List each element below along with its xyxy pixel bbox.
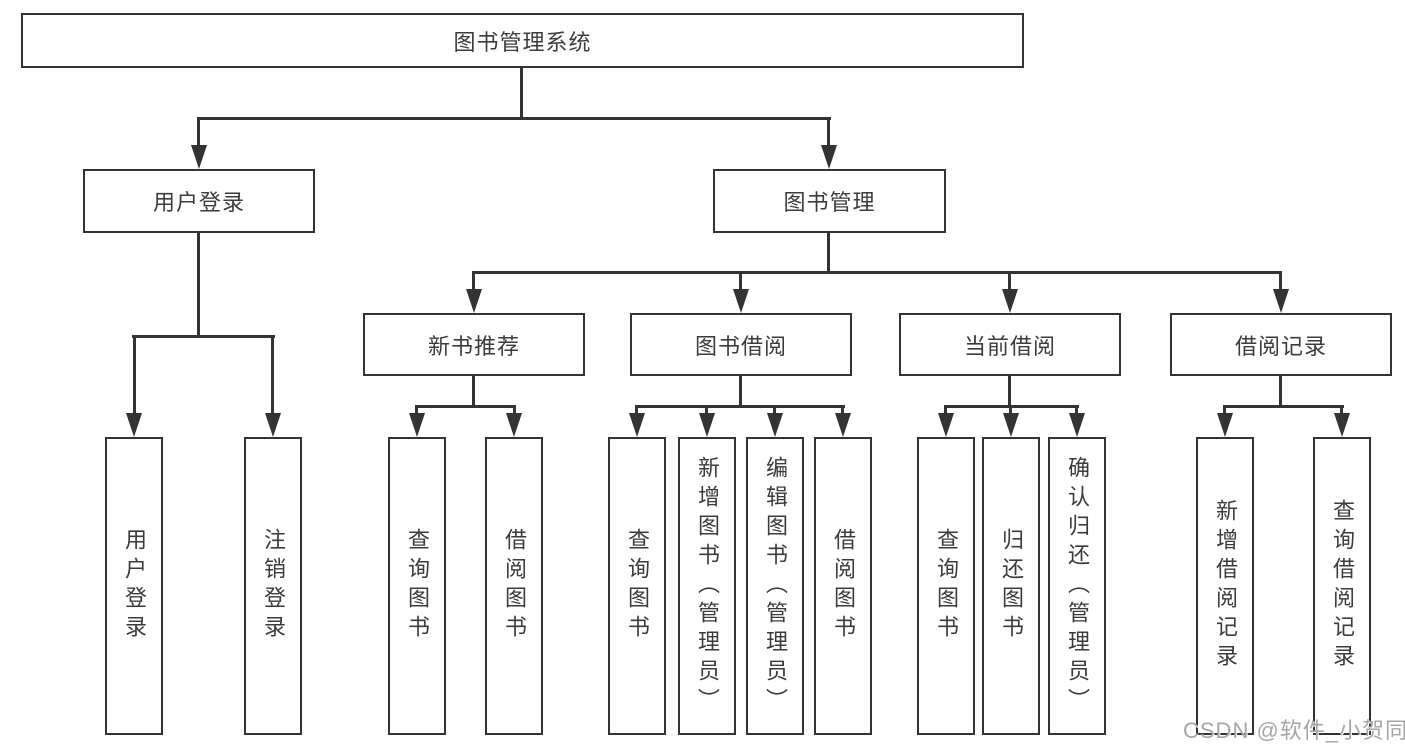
connector-book-mgmt-split [472, 271, 1282, 274]
arrow-down-icon [1003, 413, 1019, 437]
node-book-borrow: 图书借阅 [630, 313, 852, 376]
connector-drop-user-login [197, 117, 200, 150]
connector-drop-book-borrow [739, 271, 742, 291]
node-borrow-record-label: 借阅记录 [1234, 333, 1327, 359]
leaf-label: 查询图书 [625, 528, 650, 644]
connector-book-borrow-split [635, 405, 845, 408]
connector-drop [635, 405, 638, 417]
connector-drop [1075, 405, 1078, 417]
arrow-down-icon [1273, 289, 1289, 313]
leaf-label: 新增借阅记录 [1213, 499, 1238, 673]
leaf-query-borrow-record: 查询借阅记录 [1313, 437, 1371, 735]
connector-user-login-split [132, 335, 275, 338]
connector-book-borrow-stem [739, 376, 742, 406]
connector-drop [1223, 405, 1226, 417]
arrow-down-icon [1069, 413, 1085, 437]
connector-root-split [198, 117, 831, 120]
arrow-down-icon [1334, 413, 1350, 437]
connector-drop [1009, 405, 1012, 417]
connector-drop-login-leaf2 [271, 335, 274, 415]
arrow-down-icon [938, 413, 954, 437]
leaf-label: 查询图书 [934, 528, 959, 644]
node-current-borrow-label: 当前借阅 [963, 333, 1056, 359]
connector-drop-new-book [472, 271, 475, 291]
leaf-label: 查询图书 [405, 528, 430, 644]
arrow-down-icon [629, 413, 645, 437]
node-root: 图书管理系统 [21, 13, 1024, 68]
connector-user-login-stem [197, 233, 200, 336]
connector-drop [415, 405, 418, 417]
connector-drop [841, 405, 844, 417]
leaf-query-book-3: 查询图书 [917, 437, 975, 735]
connector-root-stem [520, 68, 523, 118]
arrow-down-icon [409, 413, 425, 437]
leaf-borrow-book-2: 借阅图书 [814, 437, 872, 735]
leaf-label: 归还图书 [999, 528, 1024, 644]
watermark: CSDN @软件_小贺同学 [1183, 718, 1405, 743]
leaf-query-book-2: 查询图书 [608, 437, 666, 735]
leaf-label: 借阅图书 [502, 528, 527, 644]
node-book-mgmt: 图书管理 [713, 169, 946, 233]
connector-drop [944, 405, 947, 417]
leaf-label: 确认归还（管理员） [1065, 455, 1090, 717]
connector-borrow-record-stem [1279, 376, 1282, 406]
node-book-borrow-label: 图书借阅 [694, 333, 787, 359]
arrow-down-icon [506, 413, 522, 437]
arrow-down-icon [265, 413, 281, 437]
node-user-login-label: 用户登录 [152, 190, 245, 215]
node-book-mgmt-label: 图书管理 [783, 190, 876, 215]
leaf-logout: 注销登录 [244, 437, 302, 735]
arrow-down-icon [1002, 289, 1018, 313]
connector-drop-borrow-record [1279, 271, 1282, 291]
arrow-down-icon [466, 289, 482, 313]
leaf-label: 借阅图书 [831, 528, 856, 644]
leaf-label: 用户登录 [122, 528, 147, 644]
connector-drop-current-borrow [1008, 271, 1011, 291]
leaf-edit-book-admin: 编辑图书（管理员） [746, 437, 804, 735]
node-user-login: 用户登录 [83, 169, 315, 233]
arrow-down-icon [1217, 413, 1233, 437]
leaf-label: 编辑图书（管理员） [763, 455, 788, 717]
arrow-down-icon [126, 413, 142, 437]
connector-new-book-split [415, 405, 516, 408]
arrow-down-icon [191, 145, 207, 169]
leaf-add-book-admin: 新增图书（管理员） [678, 437, 736, 735]
arrow-down-icon [835, 413, 851, 437]
leaf-label: 查询借阅记录 [1330, 499, 1355, 673]
connector-drop [513, 405, 516, 417]
node-borrow-record: 借阅记录 [1170, 313, 1392, 376]
leaf-borrow-book-1: 借阅图书 [485, 437, 543, 735]
leaf-return-book: 归还图书 [982, 437, 1040, 735]
leaf-user-login: 用户登录 [105, 437, 163, 735]
connector-current-borrow-stem [1008, 376, 1011, 406]
arrow-down-icon [699, 413, 715, 437]
connector-drop-login-leaf1 [133, 335, 136, 415]
connector-drop-book-mgmt [827, 117, 830, 150]
node-new-book: 新书推荐 [363, 313, 585, 376]
arrow-down-icon [821, 145, 837, 169]
connector-drop [773, 405, 776, 417]
connector-drop [1340, 405, 1343, 417]
leaf-add-borrow-record: 新增借阅记录 [1196, 437, 1254, 735]
node-new-book-label: 新书推荐 [427, 333, 520, 359]
connector-new-book-stem [472, 376, 475, 406]
node-root-label: 图书管理系统 [453, 29, 592, 55]
connector-drop [705, 405, 708, 417]
arrow-down-icon [733, 289, 749, 313]
connector-borrow-record-split [1223, 405, 1344, 408]
arrow-down-icon [767, 413, 783, 437]
leaf-query-book-1: 查询图书 [388, 437, 446, 735]
leaf-label: 注销登录 [261, 528, 286, 644]
leaf-confirm-return-admin: 确认归还（管理员） [1048, 437, 1106, 735]
node-current-borrow: 当前借阅 [899, 313, 1121, 376]
leaf-label: 新增图书（管理员） [695, 455, 720, 717]
connector-book-mgmt-stem [827, 233, 830, 272]
